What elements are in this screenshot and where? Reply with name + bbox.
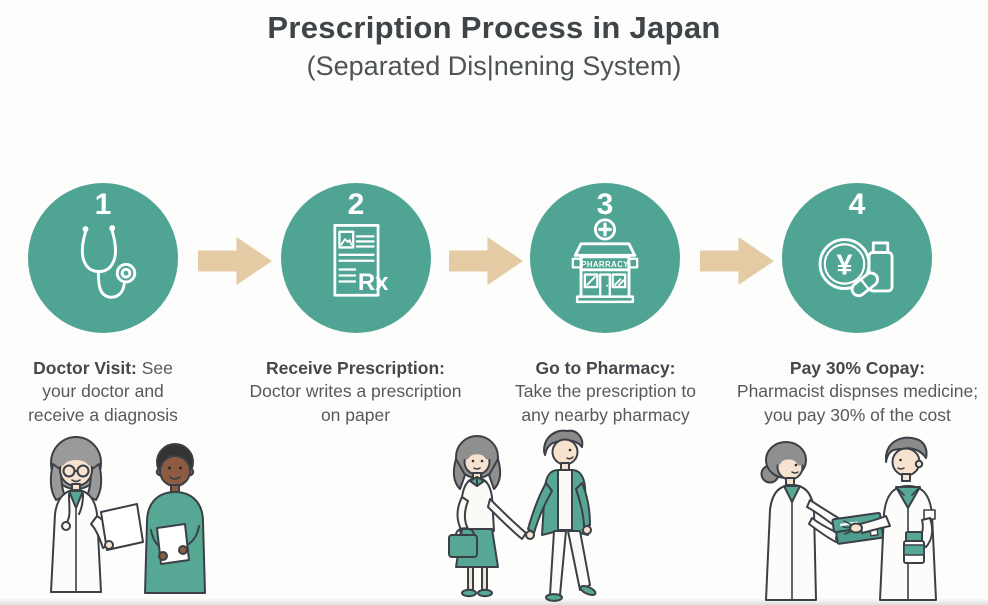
- yen-symbol: ¥: [837, 250, 853, 282]
- step-3: 3 PHARRACY: [490, 183, 720, 333]
- step-circle: 3 PHARRACY: [530, 183, 680, 333]
- page-title: Prescription Process in Japan: [267, 10, 721, 45]
- header: Prescription Process in Japan (Separated…: [0, 10, 988, 82]
- step-4: 4 ¥: [742, 183, 972, 333]
- pharmacy-storefront-icon: PHARRACY: [530, 216, 680, 312]
- step-title: Receive Prescription:: [266, 358, 445, 378]
- step-circle: 4 ¥: [782, 183, 932, 333]
- yen-coin-medicine-icon: ¥: [782, 216, 932, 312]
- stethoscope-icon: [28, 216, 178, 312]
- step-2: 2 Rx: [241, 183, 471, 333]
- step-description: See your doctor and receive a diagnosis: [28, 358, 178, 425]
- step-2-caption: Receive Prescription: Doctor writes a pr…: [248, 357, 463, 427]
- step-title: Pay 30% Copay:: [789, 358, 926, 378]
- pharmacy-sign-text: PHARRACY: [581, 260, 629, 269]
- step-description: Pharmacist dispnses medicine; you pay 30…: [736, 381, 979, 425]
- prescription-document-icon: Rx: [281, 216, 431, 312]
- step-description: Doctor writes a prescription on paper: [249, 381, 462, 425]
- step-number: 4: [848, 188, 866, 221]
- step-1: 1: [0, 183, 218, 333]
- step-circle: 1: [28, 183, 178, 333]
- doctor-and-patient-illustration: [49, 436, 206, 594]
- step-number: 1: [94, 188, 112, 221]
- step-number: 2: [347, 188, 365, 221]
- page-subtitle: (Separated Dis|nening System): [306, 51, 682, 81]
- step-title: Go to Pharmacy:: [535, 358, 676, 378]
- walking-to-pharmacy-illustration: [448, 429, 597, 602]
- rx-label: Rx: [358, 269, 389, 296]
- step-title: Doctor Visit:: [33, 358, 137, 378]
- step-description: Take the prescription to any nearby phar…: [515, 381, 696, 425]
- step-3-caption: Go to Pharmacy: Take the prescription to…: [503, 357, 708, 427]
- bottom-edge-shade: [0, 598, 988, 605]
- step-number: 3: [596, 188, 614, 221]
- step-circle: 2 Rx: [281, 183, 431, 333]
- pharmacist-dispensing-illustration: [760, 436, 937, 601]
- step-1-caption: Doctor Visit: See your doctor and receiv…: [23, 357, 183, 427]
- step-4-caption: Pay 30% Copay: Pharmacist dispnses medic…: [735, 357, 980, 427]
